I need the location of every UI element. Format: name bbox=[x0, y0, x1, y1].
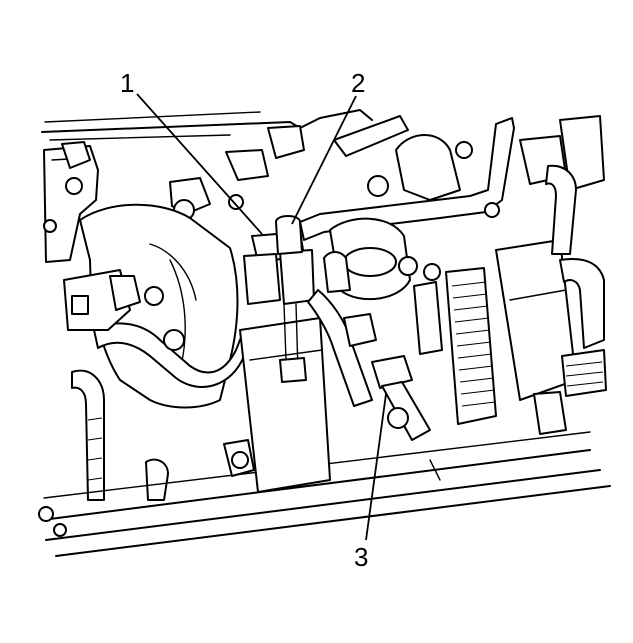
leader-3 bbox=[365, 393, 387, 541]
engine-line-art bbox=[38, 109, 611, 557]
callout-leaders bbox=[136, 93, 387, 541]
callout-labels: 1 2 3 bbox=[120, 68, 368, 572]
callout-3-label: 3 bbox=[354, 542, 368, 572]
leader-1 bbox=[136, 93, 263, 235]
callout-1-label: 1 bbox=[120, 68, 134, 98]
callout-2-label: 2 bbox=[351, 68, 365, 98]
leader-2 bbox=[291, 95, 357, 225]
